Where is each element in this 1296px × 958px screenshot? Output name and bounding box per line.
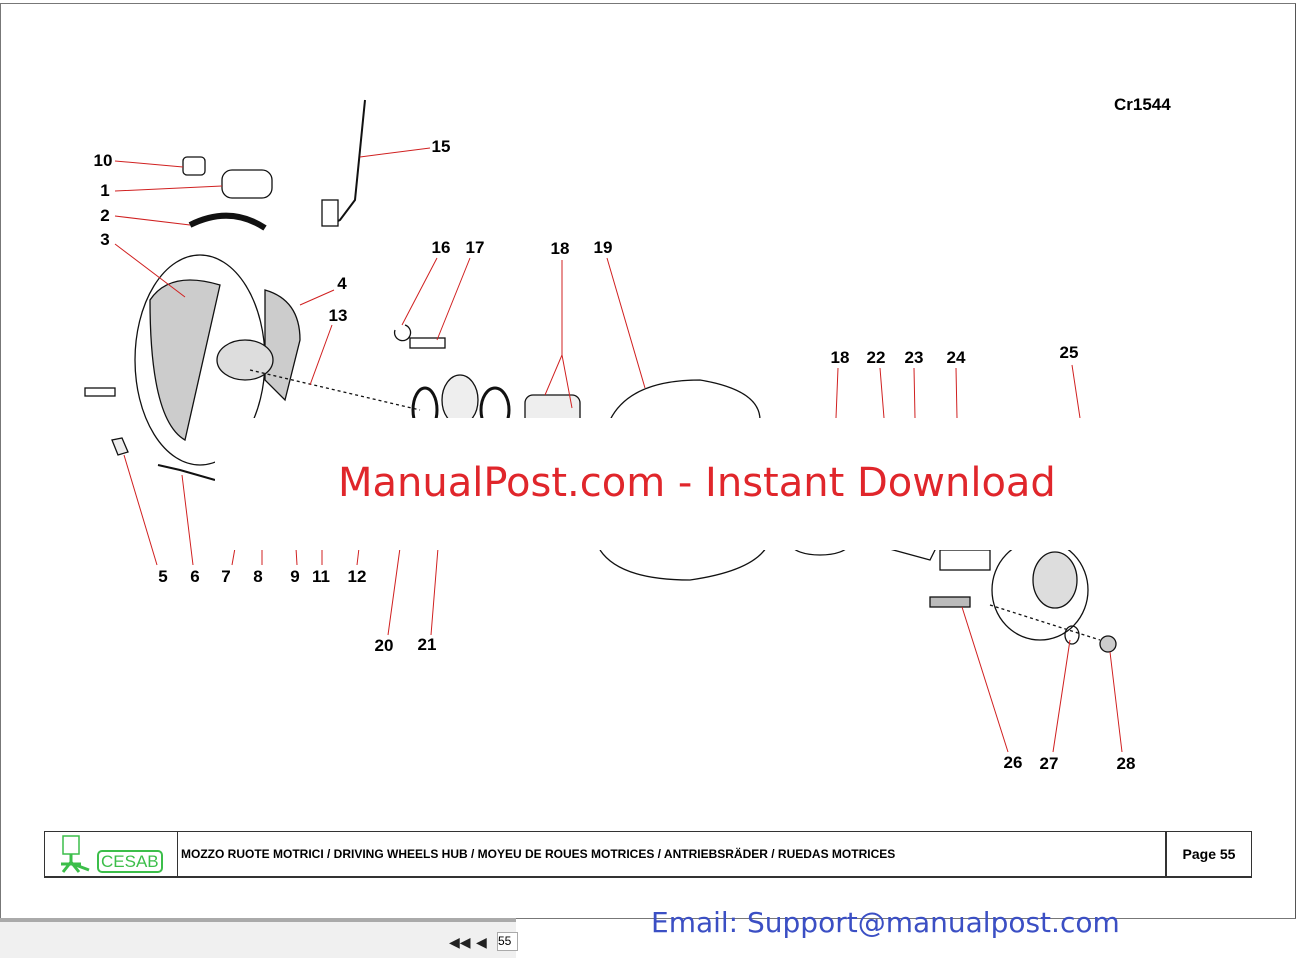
callout-25: 25 xyxy=(1059,343,1079,362)
callout-18b: 18 xyxy=(830,348,850,367)
callout-24: 24 xyxy=(946,348,966,367)
callout-10: 10 xyxy=(93,151,113,170)
callout-22: 22 xyxy=(866,348,886,367)
page-title: MOZZO RUOTE MOTRICI / DRIVING WHEELS HUB… xyxy=(181,847,896,861)
title-block: CESAB MOZZO RUOTE MOTRICI / DRIVING WHEE… xyxy=(44,831,1252,878)
logo-text: CESAB xyxy=(97,850,163,873)
callout-7: 7 xyxy=(221,567,231,586)
callout-28: 28 xyxy=(1116,754,1136,773)
callout-17: 17 xyxy=(465,238,485,257)
callout-27: 27 xyxy=(1039,754,1059,773)
callout-5: 5 xyxy=(158,567,168,586)
first-page-icon[interactable]: ◀◀ xyxy=(449,934,471,950)
callout-26: 26 xyxy=(1003,753,1023,772)
callout-19: 19 xyxy=(593,238,613,257)
page-number: Page 55 xyxy=(1165,832,1251,876)
pdf-toolbar: ◀◀ ◀ 55 xyxy=(0,918,518,958)
callout-11: 11 xyxy=(312,567,330,586)
callout-13: 13 xyxy=(328,306,348,325)
watermark-band xyxy=(215,418,1115,550)
callout-6: 6 xyxy=(190,567,200,586)
drawing-code: Cr1544 xyxy=(1114,95,1171,114)
page-input[interactable]: 55 xyxy=(497,932,518,951)
callout-23: 23 xyxy=(904,348,924,367)
leader-lines xyxy=(114,147,1123,753)
callout-15: 15 xyxy=(431,137,451,156)
callout-4: 4 xyxy=(337,274,347,293)
callout-21: 21 xyxy=(417,635,437,654)
callout-16: 16 xyxy=(431,238,451,257)
logo-mark-icon xyxy=(61,835,90,873)
callout-9: 9 xyxy=(290,567,300,586)
callout-20: 20 xyxy=(374,636,394,655)
watermark-text: ManualPost.com - Instant Download xyxy=(338,460,1056,506)
callout-2: 2 xyxy=(100,206,110,225)
callout-3: 3 xyxy=(100,230,110,249)
callout-12: 12 xyxy=(347,567,367,586)
parts-drawing xyxy=(84,99,1117,653)
cesab-logo: CESAB xyxy=(45,832,178,876)
callout-1: 1 xyxy=(100,181,110,200)
prev-page-icon[interactable]: ◀ xyxy=(476,934,487,950)
callout-8: 8 xyxy=(253,567,263,586)
callout-18: 18 xyxy=(550,239,570,258)
support-email: Email: Support@manualpost.com xyxy=(651,906,1120,939)
